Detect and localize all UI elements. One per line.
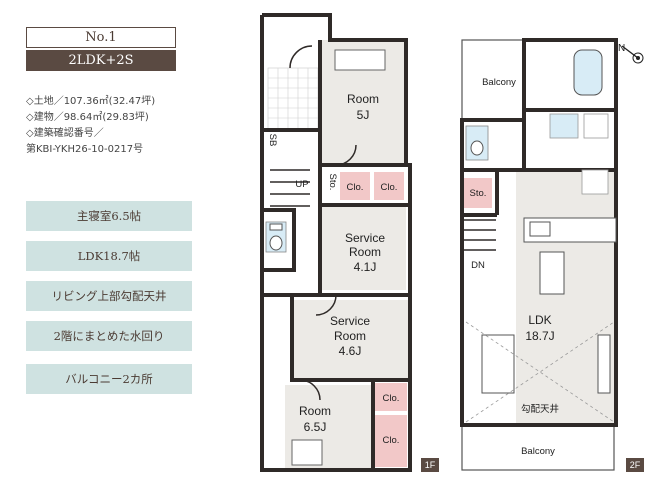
closet-4-label: Clo. <box>383 435 400 446</box>
room-5-size: 5J <box>357 108 370 122</box>
toilet-icon <box>265 221 287 253</box>
plan-number: No.1 <box>26 27 176 48</box>
stairs-down-label: DN <box>471 260 485 271</box>
compass-north-label: N <box>618 43 625 54</box>
toilet-2f-icon <box>465 125 489 161</box>
room-6-5-name: Room <box>299 404 331 418</box>
feature-ldk: LDK18.7帖 <box>26 241 192 271</box>
room-5-name: Room <box>347 92 379 106</box>
service-room-1-size: 4.1J <box>354 260 377 274</box>
closet-3-label: Clo. <box>383 393 400 404</box>
storage-2f-label: Sto. <box>470 188 487 199</box>
service-room-1-name1: Service <box>345 231 385 245</box>
balcony-bottom-area <box>461 424 615 471</box>
sloped-ceiling-label: 勾配天井 <box>521 403 559 415</box>
floor-tag-2f: 2F <box>626 458 644 472</box>
stairs-up-label: UP <box>295 179 308 190</box>
service-room-1-name2: Room <box>349 245 381 259</box>
spec-land: ◇土地／107.36㎡(32.47坪) <box>26 96 156 107</box>
closet-2 <box>374 172 404 200</box>
balcony-bottom-label: Balcony <box>521 446 555 457</box>
feature-master-bedroom: 主寝室6.5帖 <box>26 201 192 231</box>
ldk-size: 18.7J <box>525 329 554 343</box>
closet-3 <box>375 383 407 411</box>
closet-1-label: Clo. <box>347 182 364 193</box>
storage-2f <box>464 178 492 208</box>
floorplan-1f: Room 5J Service Room 4.1J Service Room 4… <box>260 13 412 472</box>
service-room-2-name1: Service <box>330 314 370 328</box>
balcony-top-label: Balcony <box>482 77 516 88</box>
feature-sloped-ceiling: リビング上部勾配天井 <box>26 281 192 311</box>
room-6-5-size: 6.5J <box>304 420 327 434</box>
spec-permit-label: ◇建築確認番号／ <box>26 128 104 139</box>
floor-tag-1f: 1F <box>421 458 439 472</box>
spec-building: ◇建物／98.64㎡(29.83坪) <box>26 112 149 123</box>
floorplan-2f: Balcony Sto. DN LDK 18.7J 勾配天井 Balcony <box>460 38 618 471</box>
ldk-name: LDK <box>528 313 551 327</box>
closet-1 <box>340 172 370 200</box>
service-room-2-name2: Room <box>334 329 366 343</box>
feature-balconies: バルコニー2カ所 <box>26 364 192 394</box>
closet-2-label: Clo. <box>381 182 398 193</box>
storage-label: Sto. <box>327 174 338 191</box>
layout-type: 2LDK+2S <box>26 50 176 71</box>
feature-water-area: 2階にまとめた水回り <box>26 321 192 351</box>
closet-4 <box>375 415 407 467</box>
shoe-box-label: SB <box>267 134 278 147</box>
spec-permit-number: 第KBI-YKH26-10-0217号 <box>26 144 144 155</box>
entrance-tile <box>267 67 319 131</box>
compass-icon: N <box>618 43 644 64</box>
service-room-2-size: 4.6J <box>339 344 362 358</box>
